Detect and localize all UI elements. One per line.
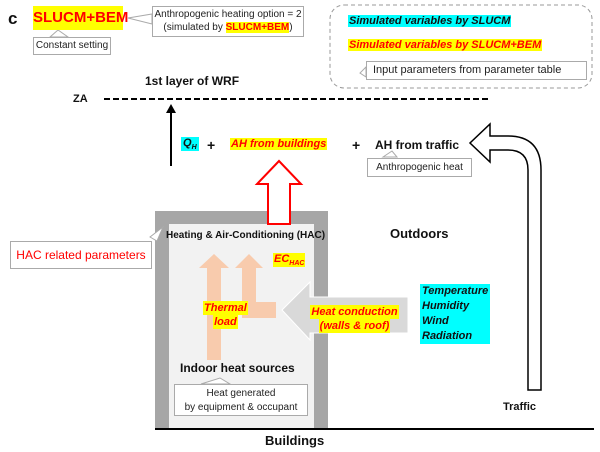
indoor-note-line2: by equipment & occupant [184,402,298,413]
ah-buildings-term: AH from buildings [230,138,328,150]
buildings-label: Buildings [265,433,325,448]
legend-input-params: Input parameters from parameter table [366,61,587,80]
ec-main: EC [274,253,290,265]
qh-sub: H [191,144,197,152]
za-label: ZA [73,93,88,105]
outdoor-variables: Temperature Humidity Wind Radiation [420,284,491,344]
hac-callout-pointer [149,225,165,242]
outdoor-variable: Temperature [422,285,489,297]
ah-traffic-callout: Anthropogenic heat [367,158,472,177]
constant-callout-pointer [48,29,70,38]
outdoor-variable: Radiation [422,330,473,342]
indoor-note-line1: Heat generated [206,388,276,399]
indoor-sources-callout: Heat generated by equipment & occupant [174,384,308,416]
thermal-load-label: Thermal load [203,301,248,329]
outdoor-variable: Humidity [422,300,470,312]
plus-sign-2: + [352,137,361,153]
qh-term: QH [181,137,199,152]
heat-conduction-line1: Heat conduction [310,305,399,319]
heat-conduction-line2: (walls & roof) [318,319,391,333]
panel-label: c [8,9,18,28]
ec-hac-term: ECHAC [273,253,306,268]
traffic-label: Traffic [503,401,537,413]
hac-title: Heating & Air-Conditioning (HAC) [166,230,326,241]
ah-option-suffix: ) [289,22,293,33]
constant-setting-callout: Constant setting [33,37,111,55]
ec-sub: HAC [289,260,305,268]
ah-option-highlight: SLUCM+BEM [225,22,290,33]
outdoors-label: Outdoors [390,226,449,241]
legend-slucm: Simulated variables by SLUCM [348,15,512,27]
ah-buildings-arrow [254,159,304,225]
traffic-callout-pointer [381,150,399,158]
ah-traffic-term: AH from traffic [375,138,460,152]
legend-slucm-bem: Simulated variables by SLUCM+BEM [348,39,543,51]
traffic-heat-arrow [468,122,542,391]
plus-sign-1: + [207,137,216,153]
wrf-layer-title: 1st layer of WRF [145,74,240,88]
hac-params-callout: HAC related parameters [10,241,152,269]
ah-option-callout: Anthropogenic heating option = 2 (simula… [152,6,304,37]
heat-conduction-label: Heat conduction (walls & roof) [307,305,402,333]
ah-option-prefix: (simulated by [163,22,226,33]
outdoor-variable: Wind [422,315,449,327]
thermal-load-line2: load [213,315,238,329]
ah-option-line1: Anthropogenic heating option = 2 [154,9,302,20]
qh-main: Q [183,137,192,149]
flux-arrow-head [166,104,176,113]
legend-box [329,4,593,89]
indoor-sources-label: Indoor heat sources [180,361,295,375]
scheme-name: SLUCM+BEM [33,6,128,30]
option-callout-pointer [127,13,153,25]
thermal-load-line1: Thermal [203,301,248,315]
ah-option-line2: (simulated by SLUCM+BEM) [153,21,303,34]
